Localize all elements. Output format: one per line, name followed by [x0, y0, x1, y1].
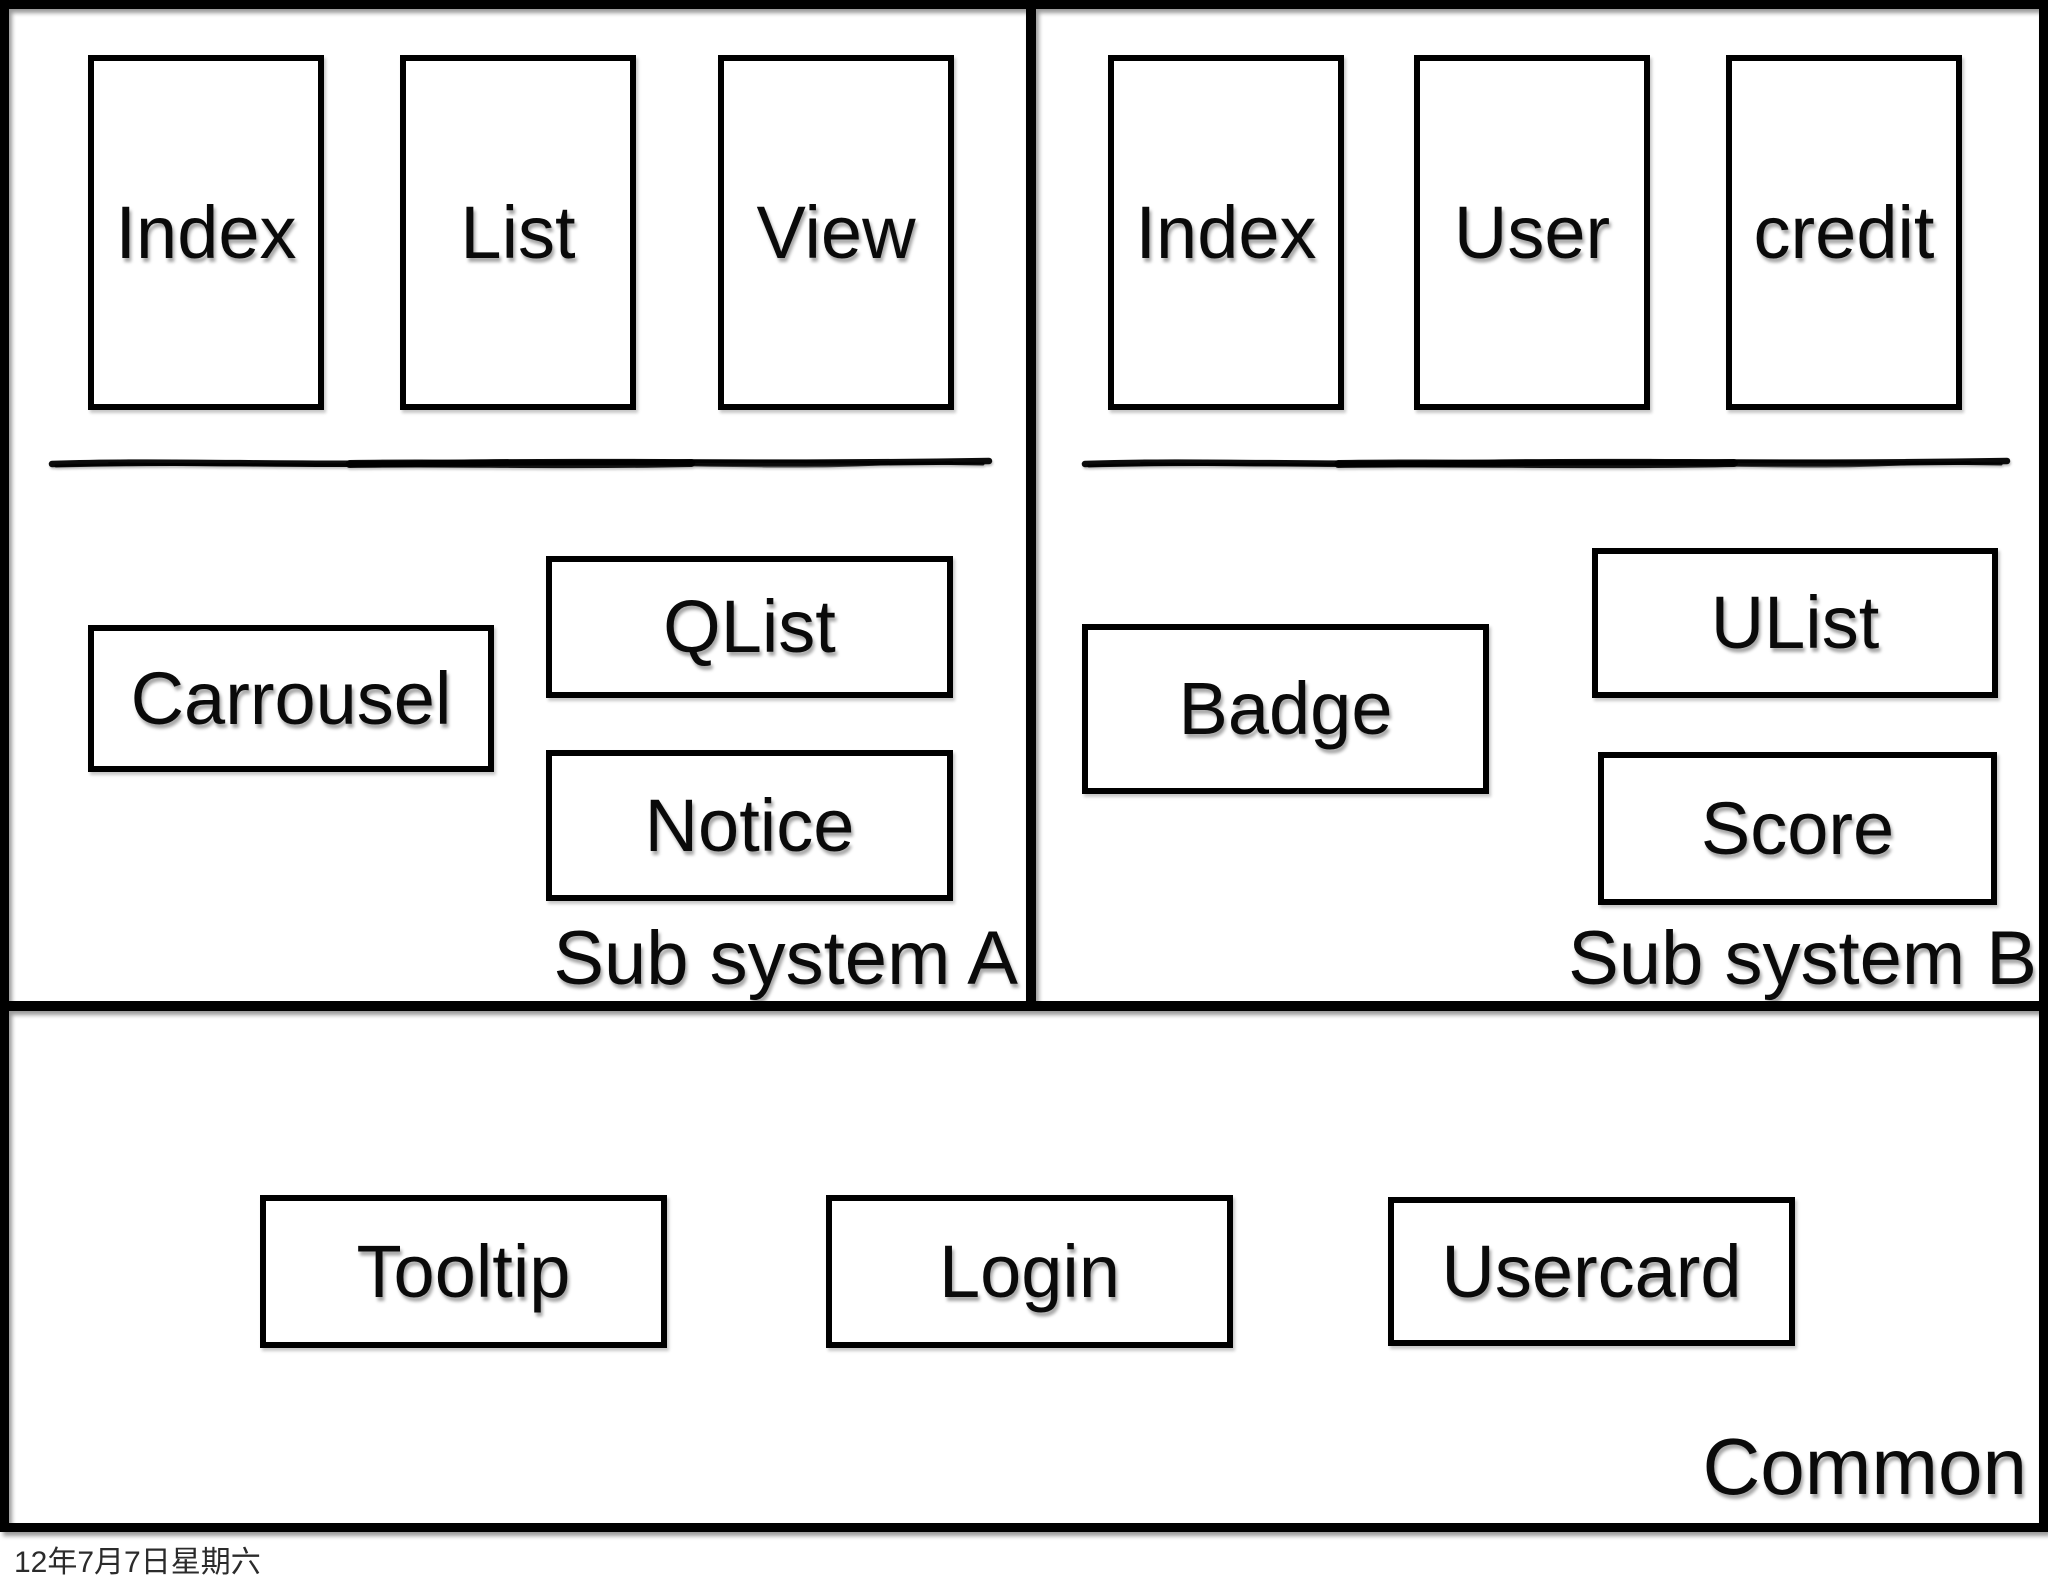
box-login: Login: [826, 1195, 1233, 1348]
box-badge: Badge: [1082, 624, 1489, 794]
box-badge-label: Badge: [1178, 667, 1393, 750]
hand-drawn-divider: [48, 457, 993, 469]
hand-drawn-divider: [1081, 457, 2011, 469]
box-ulist: UList: [1592, 548, 1998, 698]
panel-b-caption: Sub system B: [1568, 916, 2037, 1001]
box-view-label: View: [756, 190, 916, 274]
box-index-b: Index: [1108, 55, 1344, 410]
box-user-label: User: [1453, 190, 1611, 274]
slide-date-label: 12年7月7日星期六: [14, 1546, 261, 1576]
box-index-a-label: Index: [115, 190, 297, 274]
panel-common: Tooltip Login Usercard Common: [9, 1011, 2039, 1523]
box-notice: Notice: [546, 750, 953, 901]
box-carrousel: Carrousel: [88, 625, 494, 772]
box-user: User: [1414, 55, 1650, 410]
box-tooltip: Tooltip: [260, 1195, 667, 1348]
box-view: View: [718, 55, 954, 410]
box-list-label: List: [460, 190, 576, 274]
panel-common-caption: Common: [1702, 1422, 2027, 1511]
box-index-a: Index: [88, 55, 324, 410]
box-login-label: Login: [938, 1229, 1121, 1313]
box-tooltip-label: Tooltip: [356, 1229, 571, 1313]
box-index-b-label: Index: [1135, 190, 1317, 274]
box-ulist-label: UList: [1710, 581, 1880, 664]
box-carrousel-label: Carrousel: [130, 656, 452, 740]
box-credit-label: credit: [1753, 190, 1935, 274]
box-list: List: [400, 55, 636, 410]
panel-a-caption: Sub system A: [553, 916, 1018, 1001]
box-qlist-label: QList: [663, 585, 836, 668]
box-score: Score: [1598, 752, 1997, 905]
box-score-label: Score: [1700, 786, 1895, 870]
box-credit: credit: [1726, 55, 1962, 410]
box-usercard: Usercard: [1388, 1197, 1795, 1346]
box-usercard-label: Usercard: [1441, 1229, 1742, 1313]
common-horizontal-divider: [9, 1001, 2039, 1011]
panel-vertical-divider: [1026, 9, 1036, 1001]
box-qlist: QList: [546, 556, 953, 698]
panel-sub-system-a: Index List View Carrousel QList Notice S…: [9, 9, 1026, 1001]
panel-sub-system-b: Index User credit Badge UList Score Sub …: [1036, 9, 2039, 1001]
box-notice-label: Notice: [644, 783, 855, 867]
